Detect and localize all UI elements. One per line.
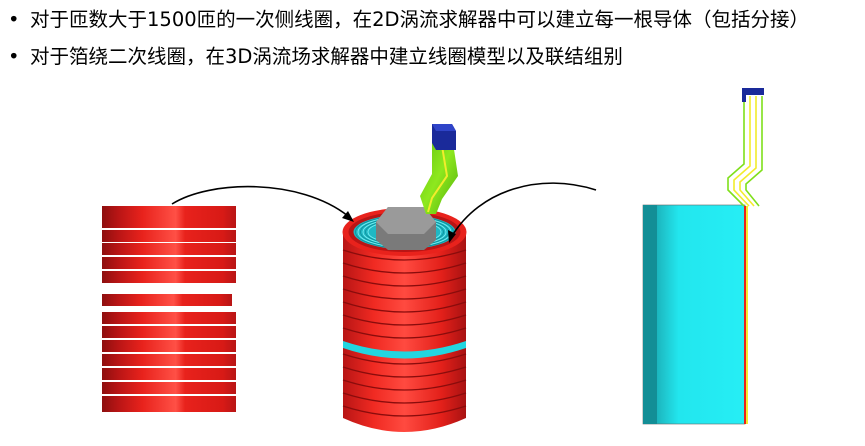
conductor-strip	[102, 257, 236, 269]
coil-cylinder-body	[343, 230, 466, 432]
conductor-strip	[102, 354, 236, 366]
2d-primary-conductors	[102, 206, 236, 412]
foil-lead-yellow-2	[739, 96, 757, 207]
coil-band-line	[342, 249, 467, 261]
conductor-strip	[102, 271, 236, 283]
bullet-item-foil-coil: • 对于箔绕二次线圈，在3D涡流场求解器中建立线圈模型以及联结组别	[8, 43, 858, 70]
coil-band-line	[342, 405, 467, 417]
conductor-strip	[102, 382, 236, 394]
bullet-marker: •	[8, 8, 20, 31]
conductor-strip	[102, 312, 236, 324]
lead-yellow-stripe	[427, 139, 449, 213]
lead-terminal-top	[432, 124, 456, 131]
coil-band-line	[342, 327, 467, 339]
bullet-text: 对于匝数大于1500匝的一次侧线圈，在2D涡流求解器中可以建立每一根导体（包括分…	[30, 8, 810, 31]
lead-conductor	[420, 136, 458, 214]
conductor-strip	[102, 294, 232, 306]
2d-foil-section	[642, 88, 764, 425]
conductor-strip	[102, 368, 236, 380]
foil-terminal-stem	[742, 88, 746, 102]
bullet-item-primary-coil: • 对于匝数大于1500匝的一次侧线圈，在2D涡流求解器中可以建立每一根导体（包…	[8, 6, 858, 33]
conductor-strip	[102, 400, 236, 412]
coil-band-line	[342, 275, 467, 287]
arrow-right-to-coil	[451, 182, 597, 237]
coil-gap-ring	[343, 341, 466, 359]
coil-winding-bands	[342, 249, 467, 417]
3d-coil-model	[342, 124, 467, 432]
foil-lead-yellow-1	[733, 96, 751, 207]
coil-band-line	[342, 314, 467, 326]
bullet-marker: •	[8, 45, 20, 68]
conductor-strip	[102, 206, 236, 228]
bullet-text: 对于箔绕二次线圈，在3D涡流场求解器中建立线圈模型以及联结组别	[30, 45, 623, 68]
coil-band-line	[342, 262, 467, 274]
foil-outer-edge-red	[744, 206, 746, 424]
foil-section-inner-edge	[643, 205, 657, 424]
conductor-strip	[102, 243, 236, 255]
arrow-head-right	[448, 230, 456, 243]
arrow-left-to-coil	[171, 185, 349, 217]
core-top-face	[376, 207, 436, 234]
coil-band-line	[342, 379, 467, 391]
coil-band-line	[342, 392, 467, 404]
foil-lead-green-2	[745, 96, 763, 207]
foil-section-body	[642, 204, 746, 425]
bullet-list: • 对于匝数大于1500匝的一次侧线圈，在2D涡流求解器中可以建立每一根导体（包…	[8, 6, 858, 80]
foil-outer-edge-yellow	[746, 206, 748, 424]
arrows	[171, 182, 597, 243]
foil-terminal	[742, 88, 764, 95]
coil-band-line	[342, 288, 467, 300]
arrow-head-left	[342, 211, 354, 222]
coil-band-line	[342, 301, 467, 313]
foil-lead-green	[727, 96, 745, 207]
conductor-strip	[102, 326, 236, 338]
conductor-strip	[102, 230, 236, 242]
coil-band-line	[342, 353, 467, 365]
coil-band-line	[342, 366, 467, 378]
conductor-strip	[102, 340, 236, 352]
